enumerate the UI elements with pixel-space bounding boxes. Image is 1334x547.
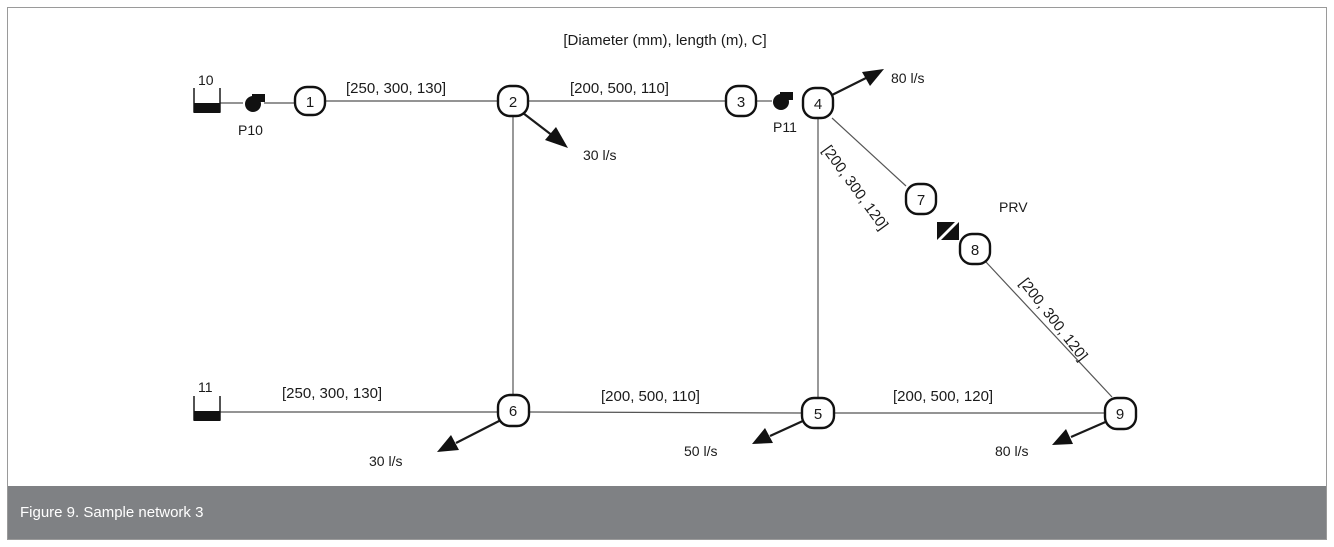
pipe-label-4-7: [200, 300, 120]: [819, 142, 892, 233]
node-1-label: 1: [306, 94, 314, 111]
reservoir-11-label: 11: [198, 379, 213, 395]
prv-label: PRV: [999, 199, 1028, 215]
node-3: [724, 84, 758, 118]
demand-arrowhead-5: [752, 428, 773, 444]
pipe-8-9: [985, 261, 1113, 398]
demand-arrow-9: [1070, 418, 1111, 439]
pipe-label-11-6: [250, 300, 130]: [282, 385, 382, 402]
pipe-label-6-5: [200, 500, 110]: [601, 388, 700, 405]
demand-labels: 80 l/s 30 l/s 30 l/s 50 l/s 80 l/s: [369, 70, 1028, 469]
pump-p10-label: P10: [238, 122, 263, 138]
node-2: [496, 84, 530, 118]
figure-frame: [7, 7, 1327, 540]
demand-arrowhead-6: [437, 435, 459, 452]
demand-arrow-4: [831, 76, 869, 96]
pipe-6-5: [529, 411, 802, 414]
pipes: [220, 100, 1113, 414]
node-2-label: 2: [509, 94, 517, 111]
reservoir-10: [193, 88, 221, 113]
demand-arrow-6: [455, 419, 502, 444]
node-4: [801, 86, 835, 120]
demand-label-9: 80 l/s: [995, 443, 1028, 459]
junction-nodes: [293, 84, 1138, 431]
pipe-label-1-2: [250, 300, 130]: [346, 80, 446, 97]
node-7: [904, 182, 938, 216]
demand-arrowhead-2: [545, 127, 568, 148]
prv-valve-icon: [937, 222, 959, 240]
diagram-title: [Diameter (mm), length (m), C]: [563, 32, 766, 49]
demand-arrow-5: [769, 418, 806, 438]
caption-bar: Figure 9. Sample network 3: [8, 486, 1326, 539]
node-3-label: 3: [737, 94, 745, 111]
demand-label-4: 80 l/s: [891, 70, 924, 86]
node-6: [496, 393, 531, 428]
demand-label-5: 50 l/s: [684, 443, 717, 459]
node-4-label: 4: [814, 96, 822, 113]
reservoir-10-label: 10: [198, 72, 214, 88]
pipe-label-2-3: [200, 500, 110]: [570, 80, 669, 97]
node-labels: 1 2 3 4 5 6 7 8 9: [306, 94, 1124, 423]
demand-label-2: 30 l/s: [583, 147, 616, 163]
node-1: [293, 85, 327, 117]
demand-label-6: 30 l/s: [369, 453, 402, 469]
node-6-label: 6: [509, 403, 517, 420]
demand-arrows: [437, 69, 1111, 452]
node-9: [1103, 396, 1138, 431]
node-5: [800, 396, 836, 430]
figure-caption: Figure 9. Sample network 3: [20, 504, 204, 521]
pipe-4-7: [831, 117, 907, 187]
pipe-label-8-9: [200, 300, 120]: [1016, 275, 1091, 364]
demand-arrowhead-4: [862, 69, 884, 86]
pump-p11-label: P11: [773, 119, 797, 135]
pump-p11-icon: [773, 92, 793, 110]
node-8: [958, 232, 992, 266]
node-8-label: 8: [971, 242, 979, 259]
demand-arrowhead-9: [1052, 429, 1073, 445]
pump-p10-icon: [245, 94, 265, 112]
node-5-label: 5: [814, 406, 822, 423]
node-7-label: 7: [917, 192, 925, 209]
pipe-label-5-9: [200, 500, 120]: [893, 388, 993, 405]
reservoir-11: [193, 396, 221, 421]
demand-arrow-2: [522, 112, 554, 137]
node-9-label: 9: [1116, 406, 1124, 423]
